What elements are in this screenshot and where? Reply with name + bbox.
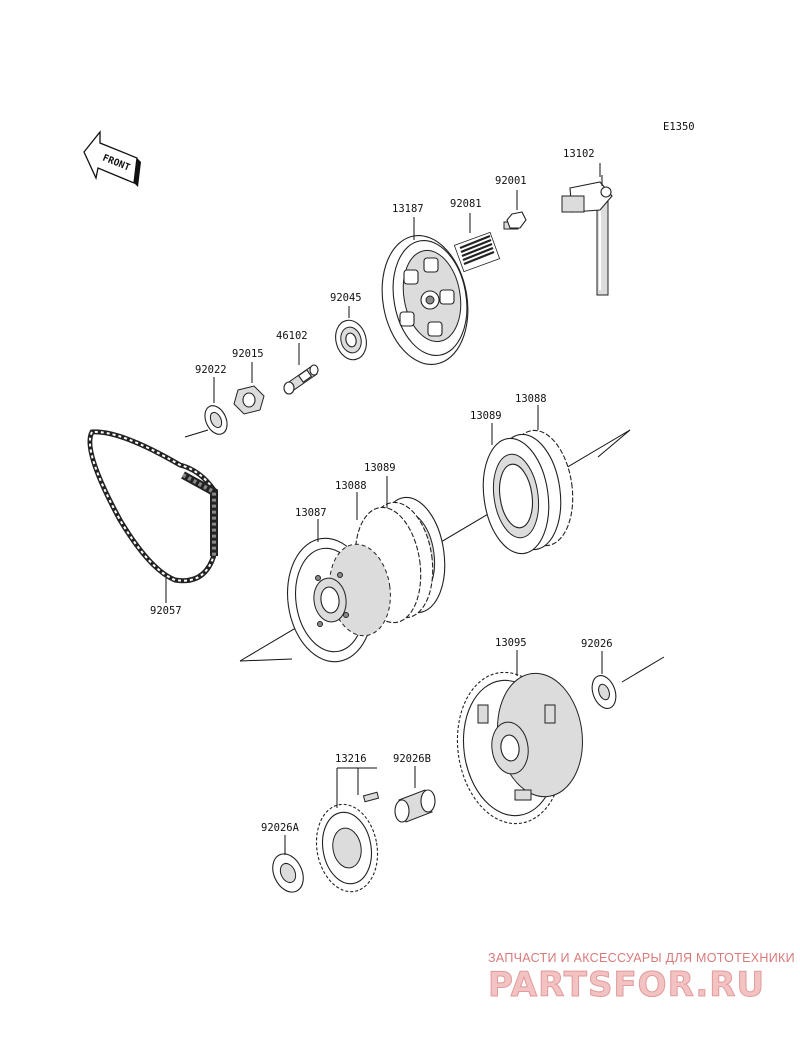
label-92015: 92015 bbox=[232, 348, 264, 360]
washer-92026A-part bbox=[272, 853, 304, 893]
label-13187: 13187 bbox=[392, 203, 424, 215]
label-13216: 13216 bbox=[335, 753, 367, 765]
label-13089-mid: 13089 bbox=[364, 462, 396, 474]
label-92026A: 92026A bbox=[261, 822, 300, 834]
release-shaft-part bbox=[561, 175, 613, 296]
washer-92026-part bbox=[591, 675, 617, 709]
label-13095: 13095 bbox=[495, 637, 527, 649]
label-92057: 92057 bbox=[150, 605, 182, 617]
starter-gear-part bbox=[315, 803, 379, 893]
label-92045: 92045 bbox=[330, 292, 362, 304]
bearing-part bbox=[335, 319, 367, 361]
clutch-plates-top-part bbox=[482, 429, 574, 555]
washer-part bbox=[204, 405, 228, 435]
clutch-housing-part bbox=[456, 671, 583, 825]
bushing-part bbox=[394, 789, 436, 823]
label-92026: 92026 bbox=[581, 638, 613, 650]
label-92022: 92022 bbox=[195, 364, 227, 376]
pushrod-part bbox=[283, 364, 319, 395]
label-13087: 13087 bbox=[295, 507, 327, 519]
label-92026B: 92026B bbox=[393, 753, 431, 765]
pin-part bbox=[362, 791, 380, 803]
diagram-code: E1350 bbox=[663, 121, 695, 133]
clutch-hub-part bbox=[286, 537, 391, 663]
label-13102: 13102 bbox=[563, 148, 595, 160]
label-13088-mid: 13088 bbox=[335, 480, 367, 492]
watermark: ЗАПЧАСТИ И АКСЕССУАРЫ ДЛЯ МОТОТЕХНИКИ PA… bbox=[488, 951, 795, 1006]
label-92081: 92081 bbox=[450, 198, 482, 210]
front-arrow-icon: FRONT bbox=[83, 130, 141, 187]
label-13089-top: 13089 bbox=[470, 410, 502, 422]
bolt-part bbox=[503, 211, 527, 230]
spring-part bbox=[453, 231, 501, 273]
nut-part bbox=[233, 385, 265, 415]
watermark-logo: PARTSFOR.RU bbox=[488, 965, 765, 1005]
label-46102: 46102 bbox=[276, 330, 308, 342]
watermark-tagline: ЗАПЧАСТИ И АКСЕССУАРЫ ДЛЯ МОТОТЕХНИКИ bbox=[488, 951, 795, 965]
chain-part bbox=[87, 429, 218, 584]
pressure-plate-part bbox=[381, 235, 469, 365]
label-92001: 92001 bbox=[495, 175, 527, 187]
label-13088-top: 13088 bbox=[515, 393, 547, 405]
